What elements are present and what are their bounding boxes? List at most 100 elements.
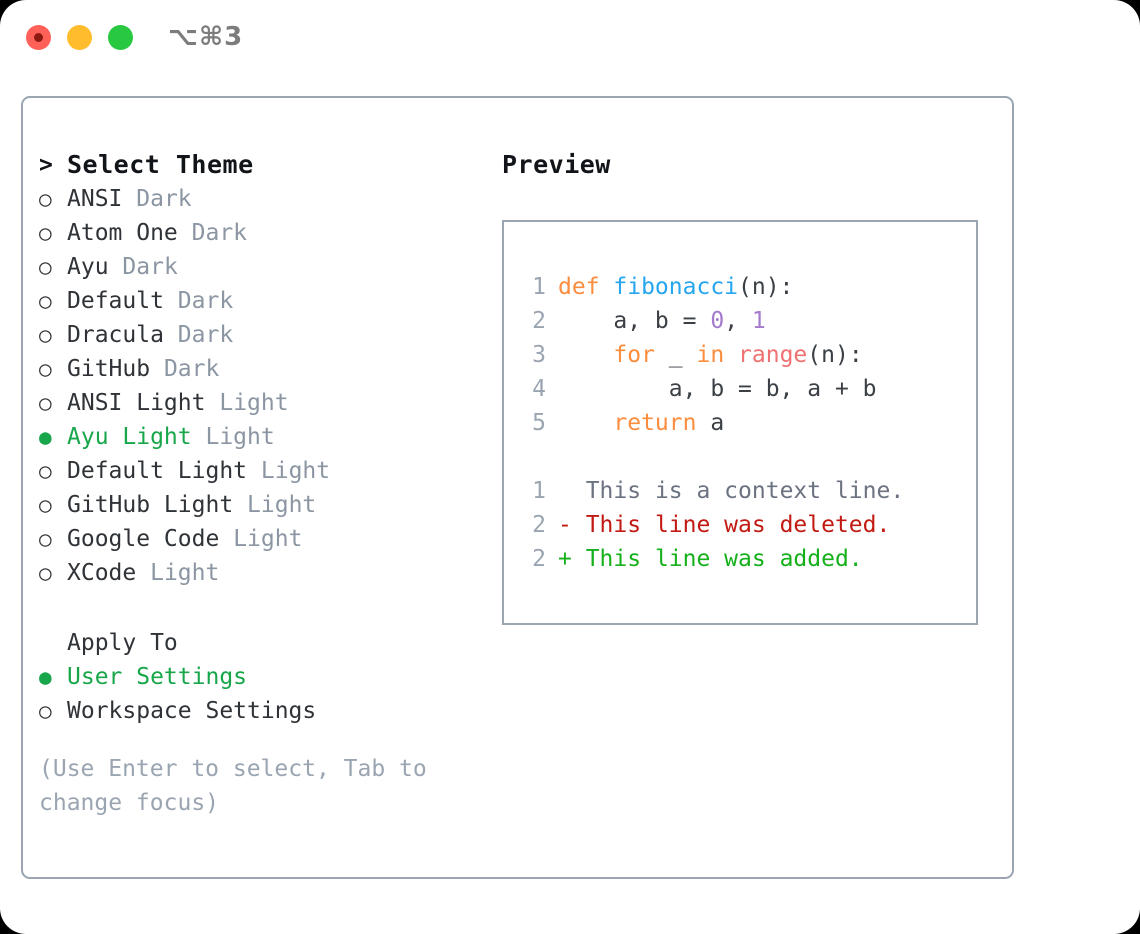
line-number: 2 bbox=[532, 546, 546, 572]
preview-title: Preview bbox=[502, 150, 611, 179]
theme-option-variant: Dark bbox=[122, 254, 178, 280]
code-keyword: in bbox=[696, 342, 725, 368]
apply-to-label: User Settings bbox=[67, 664, 248, 690]
blank-marker: ○ bbox=[39, 626, 67, 660]
code-line: 5 return a bbox=[518, 406, 976, 440]
diff-text: This line was added. bbox=[585, 546, 863, 572]
radio-circle-icon: ○ bbox=[39, 493, 52, 517]
code-plain: (n): bbox=[807, 342, 863, 368]
theme-option-xcode[interactable]: ○ XCode Light bbox=[39, 556, 479, 590]
section-spacer bbox=[39, 590, 479, 626]
code-plain: a, b = bbox=[558, 308, 711, 334]
close-button[interactable] bbox=[26, 25, 51, 50]
radio-circle-icon: ○ bbox=[39, 391, 52, 415]
code-plain: a bbox=[696, 410, 725, 436]
code-indent bbox=[558, 342, 613, 368]
radio-circle-icon: ○ bbox=[39, 255, 52, 279]
code-function: fibonacci bbox=[613, 274, 739, 300]
theme-option-default-light[interactable]: ○ Default Light Light bbox=[39, 454, 479, 488]
theme-option-atom-one-dark[interactable]: ○ Atom One Dark bbox=[39, 216, 479, 250]
radio-circle-icon: ○ bbox=[39, 561, 52, 585]
theme-option-google-code[interactable]: ○Google Code Light bbox=[39, 522, 479, 556]
theme-option-ayu-dark[interactable]: ○ Ayu Dark bbox=[39, 250, 479, 284]
code-line: 3 for _ in range(n): bbox=[518, 338, 976, 372]
code-plain: a, b = b, a + b bbox=[558, 376, 877, 402]
diff-text: This is a context line. bbox=[585, 478, 905, 504]
apply-to-user-settings[interactable]: ● User Settings bbox=[39, 660, 479, 694]
radio-circle-icon: ○ bbox=[39, 699, 52, 723]
keyboard-shortcut-label: ⌥⌘3 bbox=[168, 22, 244, 52]
theme-option-default-dark[interactable]: ○Default Dark bbox=[39, 284, 479, 318]
apply-to-workspace-settings[interactable]: ○ Workspace Settings bbox=[39, 694, 479, 728]
theme-option-variant: Dark bbox=[177, 322, 234, 348]
line-number: 1 bbox=[532, 478, 546, 504]
code-line: 4 a, b = b, a + b bbox=[518, 372, 976, 406]
theme-option-label: Default Light bbox=[67, 458, 248, 484]
theme-option-label: Dracula bbox=[67, 322, 164, 348]
diff-sign: + bbox=[558, 546, 586, 572]
code-builtin: range bbox=[738, 342, 808, 368]
theme-option-label: Default bbox=[67, 288, 164, 314]
theme-option-variant: Dark bbox=[191, 220, 248, 246]
radio-filled-icon: ● bbox=[39, 665, 52, 689]
theme-option-ayu-light[interactable]: ●Ayu Light Light bbox=[39, 420, 479, 454]
code-keyword: return bbox=[613, 410, 697, 436]
theme-option-ansi-light[interactable]: ○ ANSI Light Light bbox=[39, 386, 479, 420]
theme-option-label: GitHub Light bbox=[67, 492, 234, 518]
theme-picker-heading: > Select Theme bbox=[39, 148, 479, 182]
radio-circle-icon: ○ bbox=[39, 187, 52, 211]
line-number: 5 bbox=[532, 410, 546, 436]
theme-option-label: ANSI bbox=[67, 186, 123, 212]
line-number: 4 bbox=[532, 376, 546, 402]
line-number: 2 bbox=[532, 308, 546, 334]
radio-circle-icon: ○ bbox=[39, 459, 52, 483]
code-plain: , bbox=[724, 308, 752, 334]
radio-circle-icon: ○ bbox=[39, 221, 52, 245]
theme-option-variant: Light bbox=[205, 424, 275, 450]
theme-option-label: XCode bbox=[67, 560, 137, 586]
theme-option-github-light[interactable]: ○ GitHub Light Light bbox=[39, 488, 479, 522]
theme-option-variant: Light bbox=[247, 492, 317, 518]
preview-gap bbox=[518, 440, 976, 474]
theme-option-label: Google Code bbox=[67, 526, 220, 552]
apply-to-heading: ○Apply To bbox=[39, 626, 479, 660]
radio-filled-icon: ● bbox=[39, 425, 52, 449]
diff-line-added: 2 + This line was added. bbox=[518, 542, 976, 576]
theme-picker-title: Select Theme bbox=[67, 150, 254, 179]
code-plain bbox=[724, 342, 738, 368]
theme-option-variant: Light bbox=[233, 526, 303, 552]
diff-line-context: 1 This is a context line. bbox=[518, 474, 976, 508]
theme-option-variant: Light bbox=[260, 458, 331, 484]
code-number: 0 bbox=[710, 308, 725, 334]
line-number: 1 bbox=[532, 274, 546, 300]
radio-circle-icon: ○ bbox=[39, 357, 52, 381]
code-keyword: for bbox=[613, 342, 655, 368]
caret-icon: > bbox=[39, 152, 53, 178]
theme-option-label: Atom One bbox=[67, 220, 178, 246]
theme-option-github-dark[interactable]: ○GitHub Dark bbox=[39, 352, 479, 386]
theme-option-label: Ayu bbox=[67, 254, 109, 280]
minimize-button[interactable] bbox=[67, 25, 92, 50]
theme-option-variant: Dark bbox=[136, 186, 192, 212]
keyboard-hint: (Use Enter to select, Tab to change focu… bbox=[39, 756, 427, 816]
code-plain: _ bbox=[654, 342, 697, 368]
diff-sign bbox=[558, 478, 586, 504]
maximize-button[interactable] bbox=[108, 25, 133, 50]
theme-option-ansi-dark[interactable]: ○ ANSI Dark bbox=[39, 182, 479, 216]
theme-option-variant: Light bbox=[219, 390, 289, 416]
radio-circle-icon: ○ bbox=[39, 289, 52, 313]
diff-text: This line was deleted. bbox=[585, 512, 891, 538]
apply-to-label: Workspace Settings bbox=[67, 698, 317, 724]
line-number: 3 bbox=[532, 342, 546, 368]
theme-option-label: ANSI Light bbox=[67, 390, 206, 416]
theme-option-label: GitHub bbox=[67, 356, 151, 382]
theme-option-dracula-dark[interactable]: ○Dracula Dark bbox=[39, 318, 479, 352]
theme-option-variant: Light bbox=[150, 560, 220, 586]
window-controls bbox=[26, 25, 133, 50]
line-number: 2 bbox=[532, 512, 546, 538]
diff-sign: - bbox=[558, 512, 586, 538]
